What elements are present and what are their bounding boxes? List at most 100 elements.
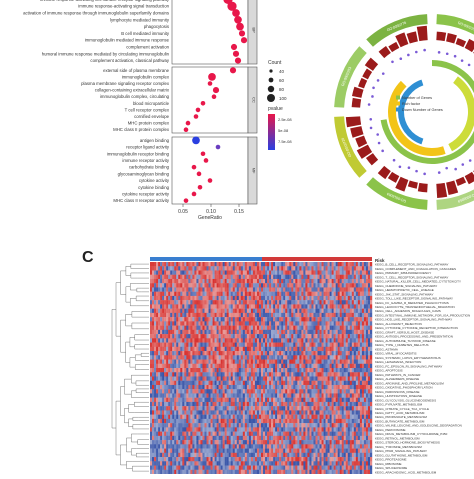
heatmap-cell <box>184 343 186 347</box>
heatmap-cell <box>336 321 338 325</box>
heatmap-cell <box>158 317 160 321</box>
heatmap-cell <box>166 296 168 300</box>
heatmap-cell <box>158 398 160 402</box>
heatmap-cell <box>293 330 295 334</box>
heatmap-cell <box>188 393 190 397</box>
heatmap-cell <box>196 415 198 419</box>
heatmap-cell <box>164 444 166 448</box>
heatmap-cell <box>213 389 215 393</box>
heatmap-cell <box>176 381 178 385</box>
heatmap-cell <box>233 427 235 431</box>
heatmap-cell <box>229 300 231 304</box>
heatmap-cell <box>360 381 362 385</box>
heatmap-cell <box>324 385 326 389</box>
heatmap-cell <box>257 338 259 342</box>
category-label: immune response-activating cell surface … <box>40 0 170 2</box>
heatmap-cell <box>209 343 211 347</box>
heatmap-cell <box>326 427 328 431</box>
heatmap-cell <box>328 389 330 393</box>
heatmap-cell <box>281 313 283 317</box>
heatmap-cell <box>324 300 326 304</box>
heatmap-cell <box>225 326 227 330</box>
heatmap-cell <box>362 338 364 342</box>
heatmap-cell <box>170 415 172 419</box>
heatmap-cell <box>188 385 190 389</box>
heatmap-cell <box>309 262 311 266</box>
heatmap-cell <box>346 283 348 287</box>
heatmap-cell <box>261 419 263 423</box>
heatmap-cell <box>354 389 356 393</box>
heatmap-cell <box>303 283 305 287</box>
heatmap-cell <box>362 309 364 313</box>
heatmap-cell <box>336 381 338 385</box>
heatmap-cell <box>352 279 354 283</box>
heatmap-cell <box>307 364 309 368</box>
heatmap-cell <box>311 427 313 431</box>
heatmap-cell <box>202 393 204 397</box>
heatmap-cell <box>170 334 172 338</box>
heatmap-cell <box>152 262 154 266</box>
heatmap-cell <box>247 309 249 313</box>
heatmap-cell <box>196 334 198 338</box>
heatmap-cell <box>243 279 245 283</box>
heatmap-cell <box>267 360 269 364</box>
heatmap-cell <box>154 326 156 330</box>
heatmap-cell <box>315 270 317 274</box>
heatmap-cell <box>170 368 172 372</box>
heatmap-cell <box>358 313 360 317</box>
heatmap-cell <box>229 385 231 389</box>
heatmap-cell <box>267 406 269 410</box>
heatmap-cell <box>320 389 322 393</box>
heatmap-cell <box>247 364 249 368</box>
heatmap-cell <box>283 372 285 376</box>
heatmap-cell <box>213 292 215 296</box>
heatmap-cell <box>150 389 152 393</box>
heatmap-cell <box>271 393 273 397</box>
heatmap-cell <box>307 351 309 355</box>
heatmap-cell <box>293 398 295 402</box>
heatmap-cell <box>318 266 320 270</box>
heatmap-cell <box>275 287 277 291</box>
heatmap-cell <box>259 351 261 355</box>
heatmap-cell <box>368 292 370 296</box>
heatmap-cell <box>277 360 279 364</box>
heatmap-cell <box>297 338 299 342</box>
heatmap-cell <box>219 368 221 372</box>
heatmap-cell <box>330 309 332 313</box>
heatmap-cell <box>311 321 313 325</box>
heatmap-cell <box>360 402 362 406</box>
heatmap-cell <box>350 376 352 380</box>
heatmap-cell <box>215 321 217 325</box>
heatmap-cell <box>182 436 184 440</box>
heatmap-cell <box>334 262 336 266</box>
heatmap-cell <box>309 326 311 330</box>
heatmap-cell <box>160 343 162 347</box>
heatmap-cell <box>227 415 229 419</box>
heatmap-cell <box>334 402 336 406</box>
heatmap-cell <box>209 360 211 364</box>
heatmap-cell <box>362 402 364 406</box>
heatmap-cell <box>340 402 342 406</box>
heatmap-cell <box>356 389 358 393</box>
heatmap-cell <box>309 343 311 347</box>
heatmap-cell <box>174 389 176 393</box>
heatmap-cell <box>160 419 162 423</box>
heatmap-cell <box>243 440 245 444</box>
heatmap-cell <box>194 372 196 376</box>
category-label: receptor ligand activity <box>126 145 170 150</box>
heatmap-cell <box>299 313 301 317</box>
heatmap-cell <box>281 376 283 380</box>
heatmap-cell <box>342 330 344 334</box>
legend-pvalue-bar <box>268 114 275 150</box>
heatmap-cell <box>211 402 213 406</box>
heatmap-cell <box>315 419 317 423</box>
heatmap-cell <box>152 351 154 355</box>
heatmap-cell <box>273 262 275 266</box>
heatmap-cell <box>192 338 194 342</box>
heatmap-cell <box>334 330 336 334</box>
heatmap-cell <box>174 423 176 427</box>
heatmap-cell <box>237 351 239 355</box>
heatmap-cell <box>293 270 295 274</box>
heatmap-cell <box>362 279 364 283</box>
heatmap-cell <box>326 275 328 279</box>
